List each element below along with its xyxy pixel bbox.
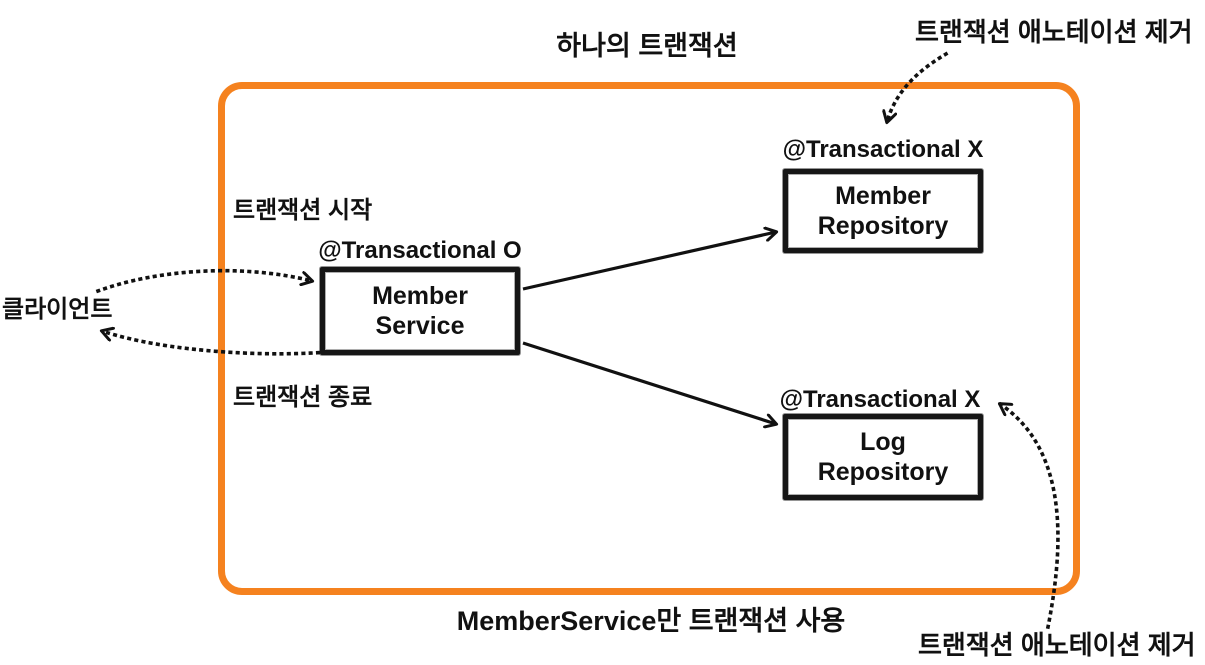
transactional-x-log-repository-label: @Transactional X (779, 386, 981, 413)
member-repository-box: Member Repository (783, 169, 983, 253)
annotation-remove-label-top: 트랜잭션 애노테이션 제거 (915, 17, 1193, 47)
diagram-title: 하나의 트랜잭션 (556, 31, 738, 61)
diagram-caption: MemberService만 트랜잭션 사용 (456, 606, 846, 636)
client-label: 클라이언트 (2, 296, 113, 323)
member-service-box: Member Service (320, 267, 520, 355)
node-label-line: Service (375, 312, 465, 340)
log-repository-box: Log Repository (783, 414, 983, 500)
annotation-remove-label-bottom: 트랜잭션 애노테이션 제거 (918, 630, 1196, 660)
node-label-line: Member (835, 181, 931, 210)
transactional-x-member-repository-label: @Transactional X (782, 136, 984, 163)
node-label-line: Repository (817, 458, 949, 486)
node-label-line: Log (860, 427, 906, 456)
transaction-start-label: 트랜잭션 시작 (233, 197, 373, 224)
transactional-o-member-service-label: @Transactional O (318, 237, 522, 264)
node-label-line: Member (372, 281, 468, 310)
node-label-line: Repository (817, 212, 949, 240)
transaction-end-label: 트랜잭션 종료 (233, 384, 373, 411)
